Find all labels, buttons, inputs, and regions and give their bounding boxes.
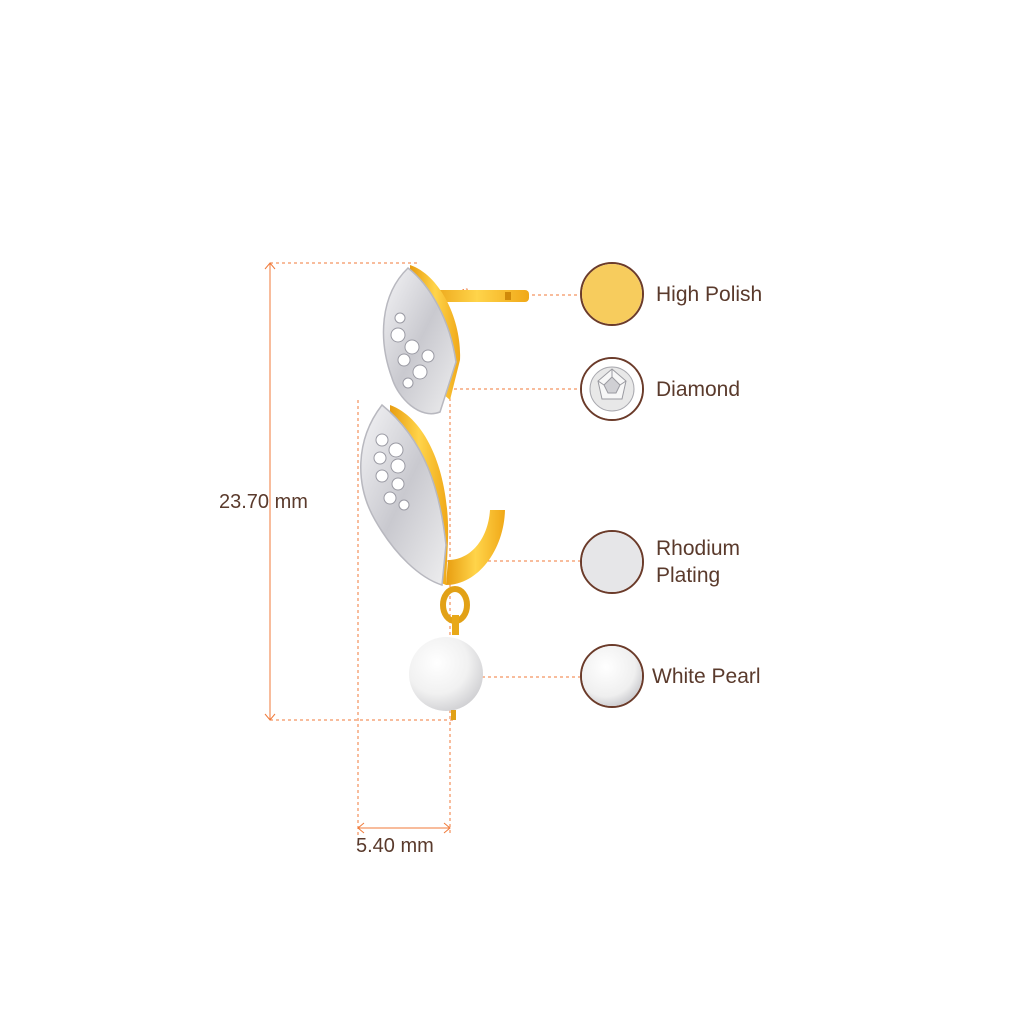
legend-item-white-pearl: White Pearl [580,644,832,708]
upper-diamond-leaf [382,267,457,415]
height-dimension-label: 23.70 mm [219,491,308,513]
width-dimension-label: 5.40 mm [356,835,434,857]
diamond-swatch-icon [580,357,644,421]
legend-item-diamond: Diamond [580,357,836,421]
lower-diamond-leaf [360,403,447,586]
pearl-drop [409,586,483,720]
rhodium-swatch-icon [580,530,644,594]
high-polish-swatch-icon [580,262,644,326]
legend-item-high-polish: High Polish [580,262,836,326]
lower-diamond-stones [373,433,410,511]
upper-diamond-stones [390,312,435,389]
legend-label: High Polish [656,282,763,306]
legend-label: White Pearl [652,664,761,688]
j-hook [446,510,505,585]
pearl-swatch-icon [580,644,644,708]
earring-post [425,290,529,302]
legend-label: Diamond [656,377,741,401]
legend-item-rhodium-plating: Rhodium Plating [580,530,836,594]
legend-label: Rhodium Plating [656,537,741,587]
